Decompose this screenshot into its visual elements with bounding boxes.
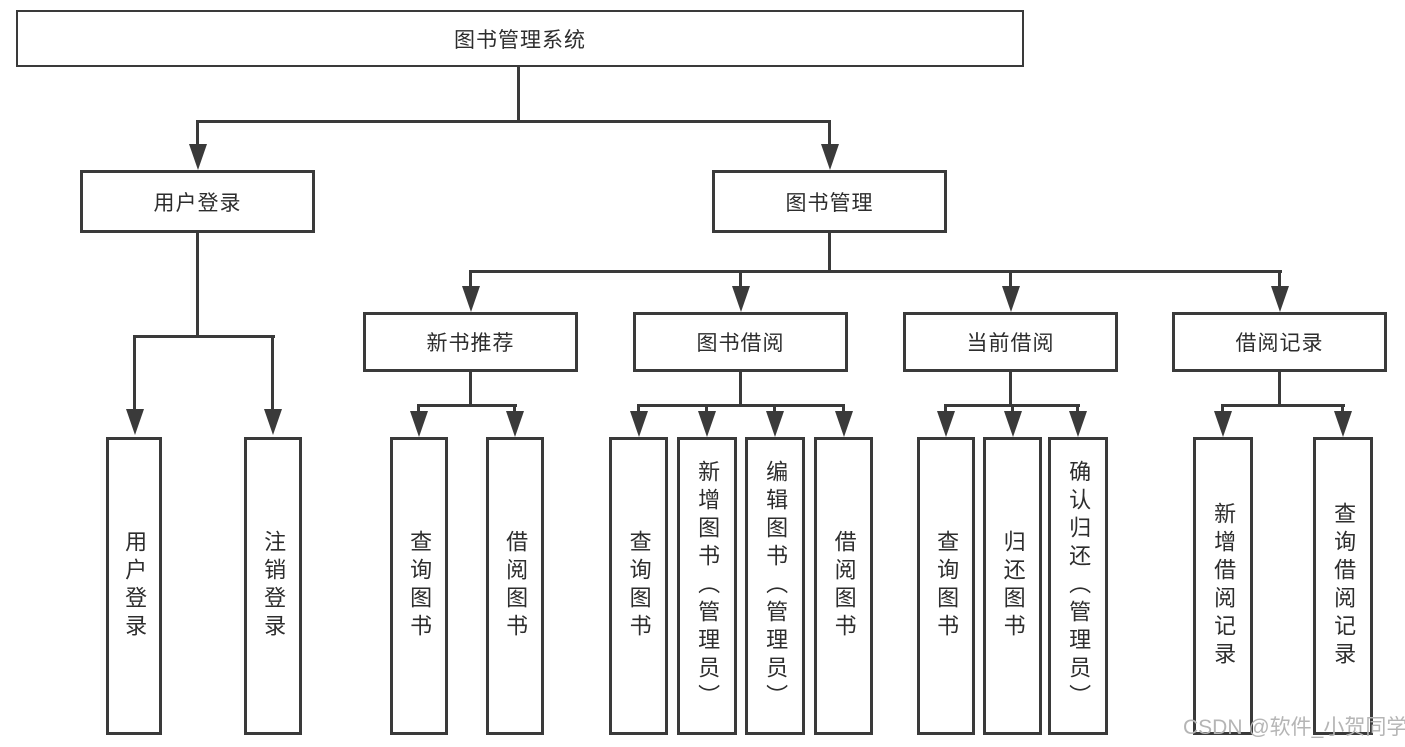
leaf-return-book: 归还图书: [983, 437, 1042, 735]
csdn-watermark: CSDN @软件_小贺同学: [1183, 716, 1405, 739]
leaf-query-books-1: 查询图书: [390, 437, 448, 735]
leaf-add-book-admin-label: 新增图书（管理员）: [695, 460, 721, 712]
leaf-query-books-2: 查询图书: [609, 437, 668, 735]
arrow-down-icon: [188, 120, 207, 170]
leaf-add-borrow-record: 新增借阅记录: [1193, 437, 1253, 735]
arrow-down-icon: [820, 120, 839, 170]
node-root: 图书管理系统: [16, 10, 1024, 67]
leaf-add-book-admin: 新增图书（管理员）: [677, 437, 737, 735]
arrow-down-icon: [1270, 270, 1289, 312]
connector-line: [828, 233, 831, 272]
node-borrowing-records: 借阅记录: [1172, 312, 1387, 372]
connector-line: [1221, 404, 1345, 407]
connector-line: [517, 67, 520, 120]
arrow-down-icon: [263, 335, 282, 435]
leaf-logout-label: 注销登录: [261, 530, 287, 642]
node-book-borrowing: 图书借阅: [633, 312, 848, 372]
node-book-management-label: 图书管理: [785, 191, 874, 215]
node-book-management: 图书管理: [712, 170, 947, 233]
arrow-down-icon: [461, 270, 480, 312]
leaf-confirm-return-admin: 确认归还（管理员）: [1048, 437, 1108, 735]
leaf-query-books-3-label: 查询图书: [934, 530, 960, 642]
leaf-borrow-books-2-label: 借阅图书: [831, 530, 857, 642]
node-current-borrowing: 当前借阅: [903, 312, 1118, 372]
node-borrowing-records-label: 借阅记录: [1235, 332, 1324, 355]
connector-line: [1009, 372, 1012, 407]
leaf-query-borrow-record: 查询借阅记录: [1313, 437, 1373, 735]
connector-line: [133, 335, 275, 338]
arrow-down-icon: [629, 404, 648, 437]
node-user-login: 用户登录: [80, 170, 315, 233]
node-new-book-recommend-label: 新书推荐: [426, 332, 515, 355]
leaf-query-books-2-label: 查询图书: [626, 530, 652, 642]
node-new-book-recommend: 新书推荐: [363, 312, 578, 372]
connector-line: [1278, 372, 1281, 407]
connector-line: [469, 372, 472, 407]
leaf-borrow-books-1: 借阅图书: [486, 437, 544, 735]
leaf-query-borrow-record-label: 查询借阅记录: [1331, 502, 1357, 670]
connector-line: [196, 233, 199, 336]
node-root-label: 图书管理系统: [454, 28, 586, 52]
connector-line: [739, 372, 742, 407]
node-book-borrowing-label: 图书借阅: [696, 332, 785, 355]
leaf-return-book-label: 归还图书: [1000, 530, 1026, 642]
leaf-query-books-3: 查询图书: [917, 437, 975, 735]
connector-line: [637, 404, 845, 407]
leaf-confirm-return-admin-label: 确认归还（管理员）: [1066, 460, 1092, 712]
connector-line: [196, 120, 831, 123]
leaf-query-books-1-label: 查询图书: [407, 530, 433, 642]
arrow-down-icon: [697, 404, 716, 437]
arrow-down-icon: [1213, 404, 1232, 437]
node-current-borrowing-label: 当前借阅: [966, 332, 1055, 355]
arrow-down-icon: [1001, 270, 1020, 312]
leaf-borrow-books-2: 借阅图书: [814, 437, 873, 735]
arrow-down-icon: [505, 404, 524, 437]
leaf-user-login-label: 用户登录: [122, 530, 148, 642]
arrow-down-icon: [409, 404, 428, 437]
leaf-add-borrow-record-label: 新增借阅记录: [1211, 502, 1237, 670]
leaf-user-login: 用户登录: [106, 437, 162, 735]
arrow-down-icon: [1333, 404, 1352, 437]
leaf-borrow-books-1-label: 借阅图书: [503, 530, 529, 642]
arrow-down-icon: [731, 270, 750, 312]
arrow-down-icon: [125, 335, 144, 435]
arrow-down-icon: [834, 404, 853, 437]
arrow-down-icon: [1003, 404, 1022, 437]
leaf-logout: 注销登录: [244, 437, 302, 735]
connector-line: [417, 404, 517, 407]
leaf-edit-book-admin: 编辑图书（管理员）: [745, 437, 805, 735]
arrow-down-icon: [765, 404, 784, 437]
connector-line: [469, 270, 1282, 273]
leaf-edit-book-admin-label: 编辑图书（管理员）: [763, 460, 789, 712]
arrow-down-icon: [936, 404, 955, 437]
node-user-login-label: 用户登录: [153, 191, 242, 215]
arrow-down-icon: [1068, 404, 1087, 437]
